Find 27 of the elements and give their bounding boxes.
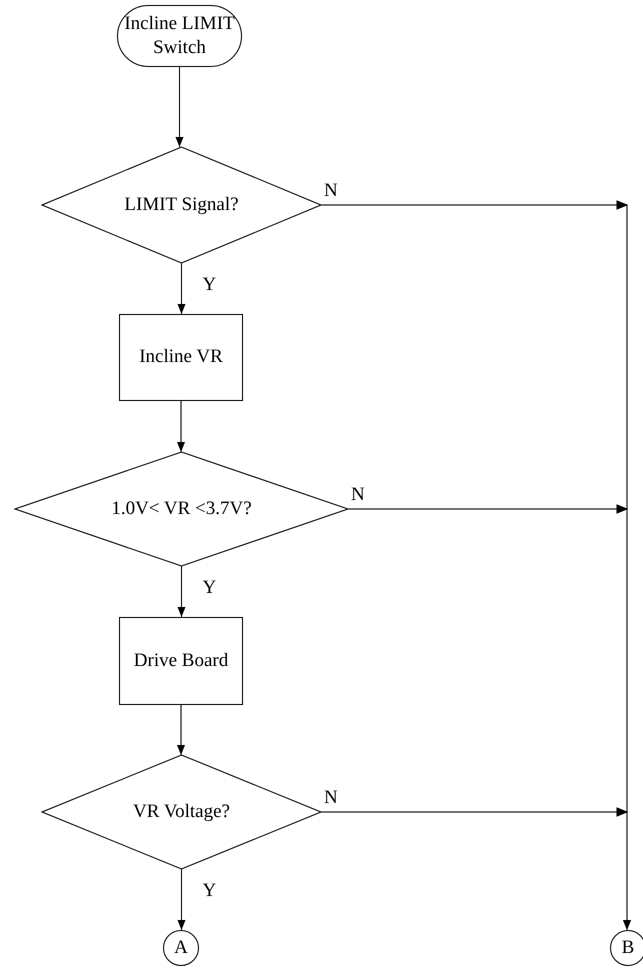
arrow [176,66,184,148]
node-text: A [174,936,188,960]
edge-label: N [324,788,338,807]
node-text: B [622,936,634,960]
process-box [119,314,243,401]
node-text: VR Voltage? [133,800,230,824]
decision-diamond [15,452,348,566]
edge-label: Y [202,275,216,294]
arrow [178,262,186,314]
decision-diamond [42,147,321,263]
arrow [178,566,186,618]
edge-label: N [351,485,365,504]
arrow [178,868,186,930]
arrow [320,807,631,930]
edge-label: Y [202,578,216,597]
arrow [177,704,185,756]
node-text: LIMIT Signal? [124,192,239,217]
connector-circle [163,930,199,966]
decision-diamond [42,755,321,869]
edge-label: Y [202,881,216,900]
node-text: Incline VR [139,345,223,370]
node-text: Drive Board [134,648,228,673]
arrow [177,400,185,452]
process-box [119,617,243,705]
node-text: Incline LIMIT Switch [124,12,236,60]
edge-label: N [324,181,338,200]
node-text: 1.0V< VR <3.7V? [111,496,252,521]
